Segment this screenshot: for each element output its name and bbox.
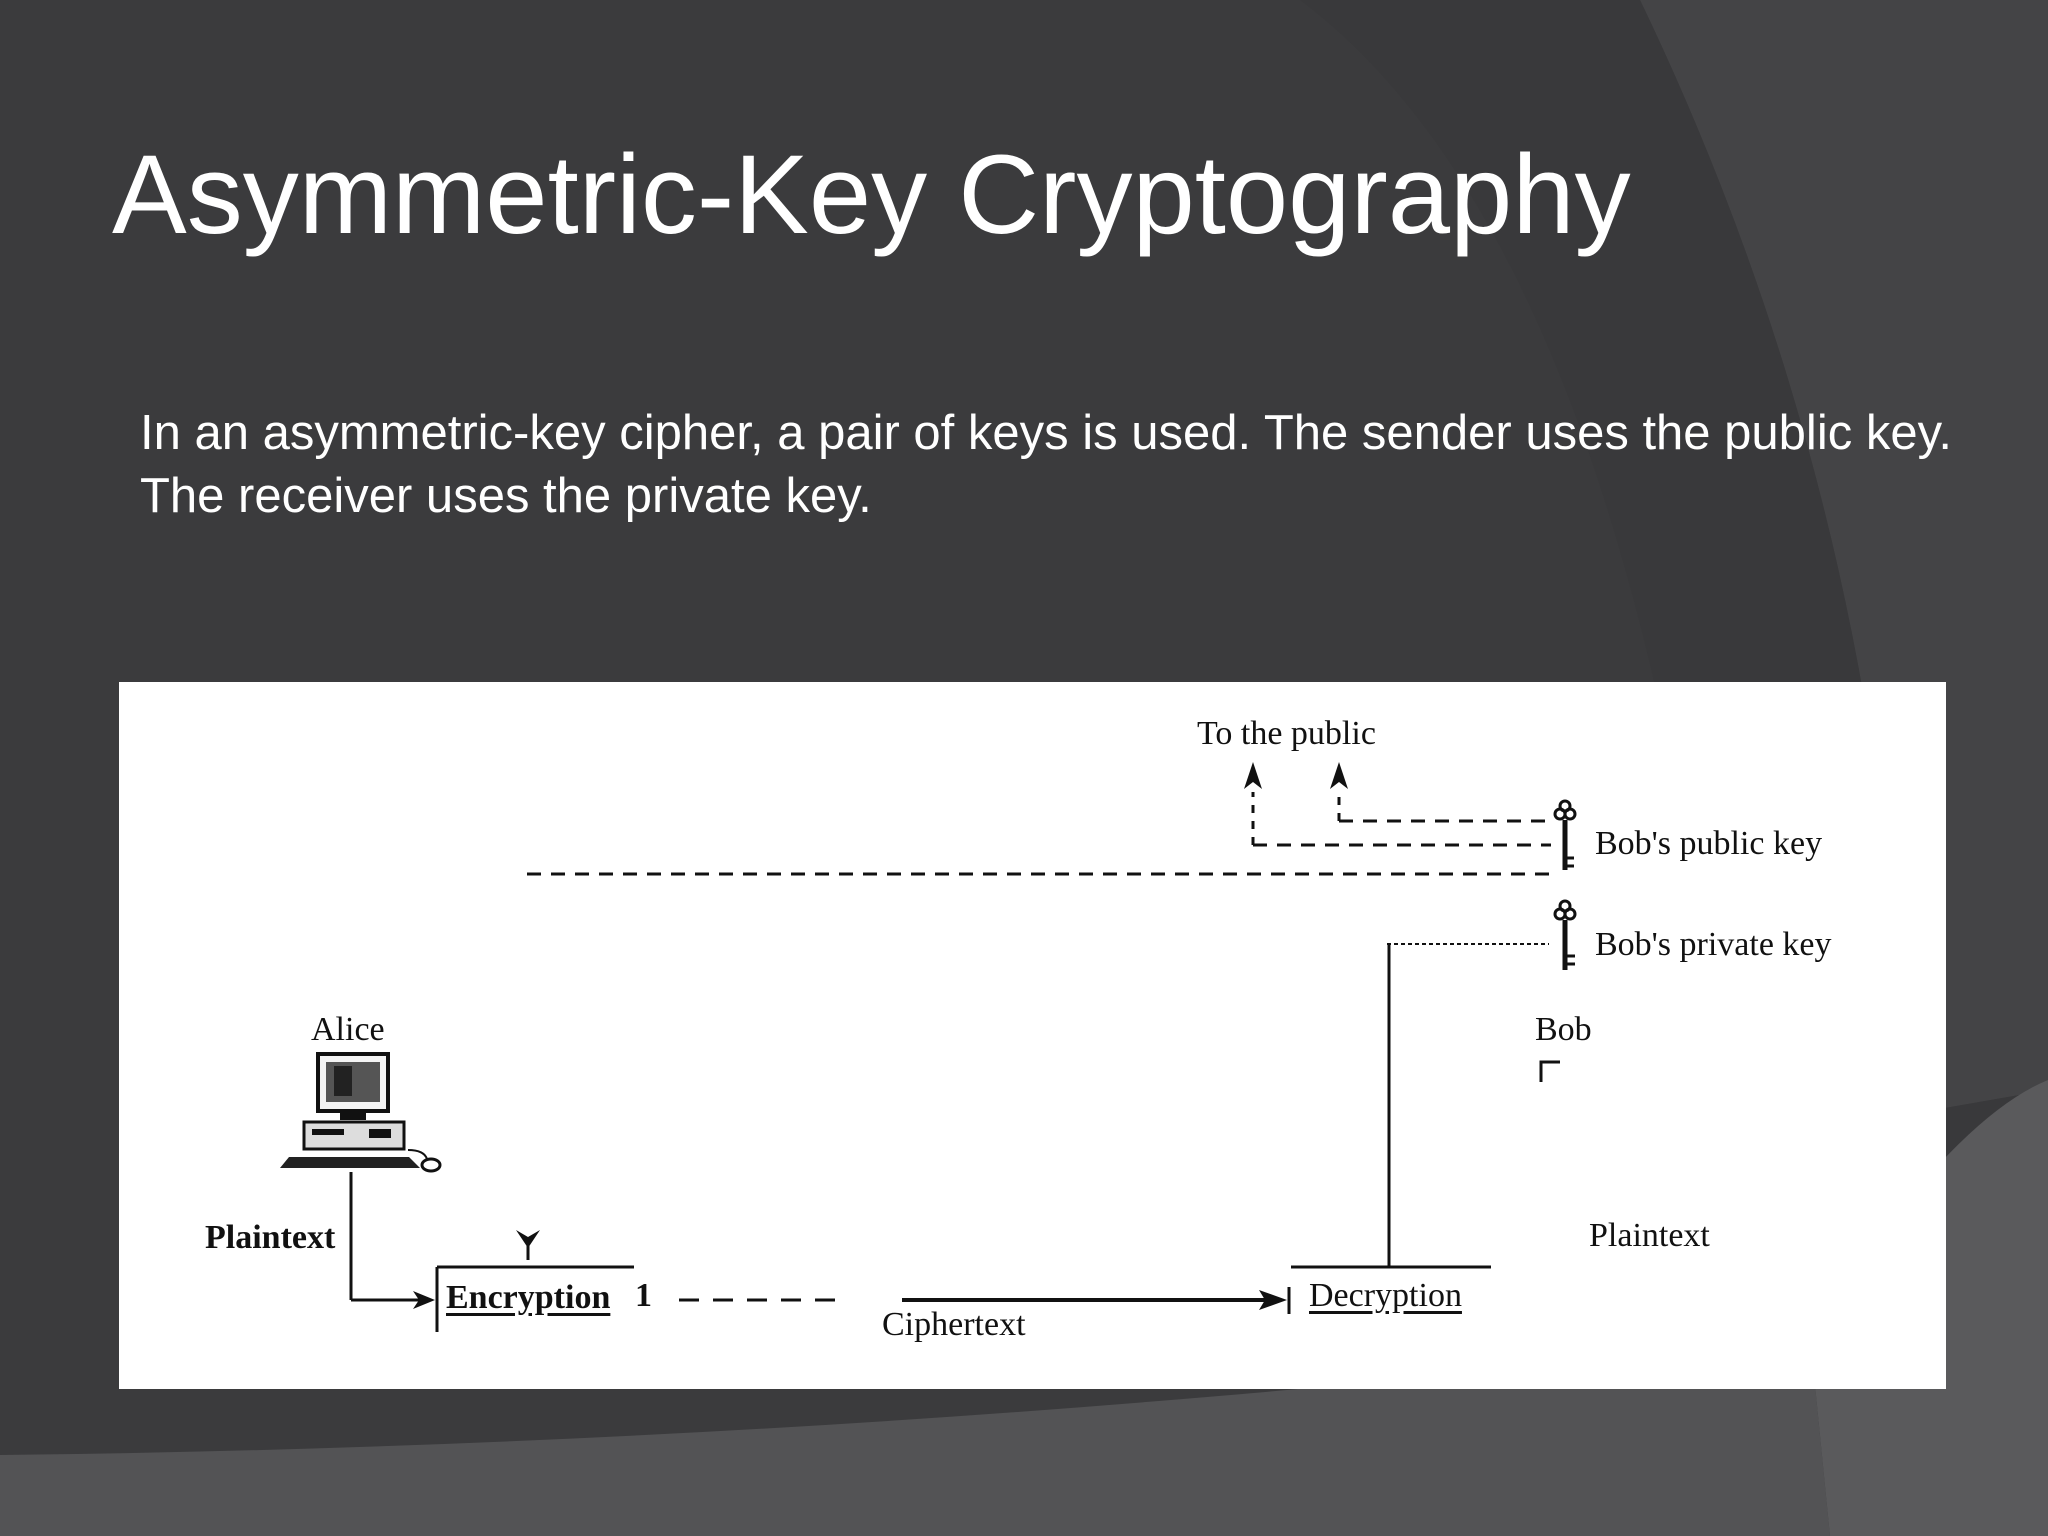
ciphertext-label: Ciphertext xyxy=(882,1306,1026,1343)
computer-icon xyxy=(280,1052,442,1173)
arrow-down-icon xyxy=(516,1230,540,1248)
encryption-label: Encryption xyxy=(446,1279,611,1316)
asymmetric-key-diagram: To the public Bob's public key Bob's pri… xyxy=(119,682,1946,1389)
private-key-label: Bob's private key xyxy=(1595,926,1832,963)
arrow-up-icon xyxy=(1244,762,1262,789)
plaintext-left-label: Plaintext xyxy=(205,1219,336,1256)
encryption-marker: 1 xyxy=(635,1277,652,1314)
plaintext-right-label: Plaintext xyxy=(1589,1217,1710,1254)
to-the-public-label: To the public xyxy=(1197,715,1376,752)
arrow-right-icon xyxy=(1259,1290,1287,1310)
arrow-right-icon xyxy=(413,1291,435,1309)
alice-label: Alice xyxy=(311,1011,385,1048)
slide-title: Asymmetric-Key Cryptography xyxy=(112,132,1631,257)
private-key-icon xyxy=(1553,899,1577,970)
bob-label: Bob xyxy=(1535,1011,1592,1048)
diagram-lines xyxy=(280,762,1577,1332)
bob-corner-marker xyxy=(1539,1060,1560,1082)
public-key-icon xyxy=(1553,799,1577,870)
public-key-label: Bob's public key xyxy=(1595,825,1823,862)
decryption-label: Decryption xyxy=(1309,1277,1462,1314)
slide-body-text: In an asymmetric-key cipher, a pair of k… xyxy=(140,406,1953,523)
arrow-up-icon xyxy=(1330,762,1348,789)
